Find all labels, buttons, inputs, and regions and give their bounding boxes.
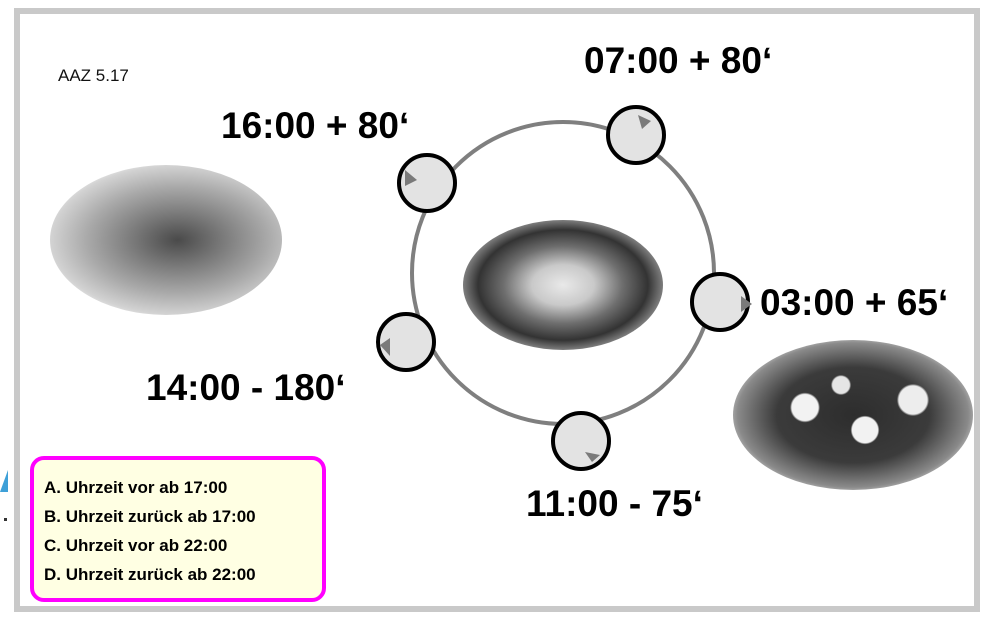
clock-14 (376, 312, 436, 372)
clock-11 (551, 411, 611, 471)
big-ring (410, 120, 716, 426)
clock-14-hand-icon (380, 338, 390, 356)
clock-11-hand-icon (585, 452, 600, 462)
clock-07-label: 07:00 + 80‘ (584, 40, 773, 81)
clock-07-hand-icon (638, 115, 651, 129)
lotus-photo (50, 165, 282, 315)
answer-option-d: D. Uhrzeit zurück ab 22:00 (44, 565, 256, 584)
clock-07 (606, 105, 666, 165)
clock-03 (690, 272, 752, 332)
answer-options-box: A. Uhrzeit vor ab 17:00 B. Uhrzeit zurüc… (30, 456, 326, 602)
edge-dot (4, 518, 7, 521)
task-caption: AAZ 5.17 (58, 66, 129, 85)
daisies-photo (733, 340, 973, 490)
clock-14-label: 14:00 - 180‘ (146, 367, 346, 408)
anemone-photo (463, 220, 663, 350)
clock-16 (397, 153, 457, 213)
clock-16-hand-icon (405, 170, 417, 186)
answer-option-a: A. Uhrzeit vor ab 17:00 (44, 478, 228, 497)
clock-11-label: 11:00 - 75‘ (526, 483, 703, 524)
answer-option-b: B. Uhrzeit zurück ab 17:00 (44, 507, 256, 526)
answer-option-c: C. Uhrzeit vor ab 22:00 (44, 536, 228, 555)
clock-03-label: 03:00 + 65‘ (760, 282, 949, 323)
clock-03-hand-icon (741, 296, 752, 312)
clock-16-label: 16:00 + 80‘ (221, 105, 410, 146)
edge-arrow-mark (0, 470, 8, 492)
